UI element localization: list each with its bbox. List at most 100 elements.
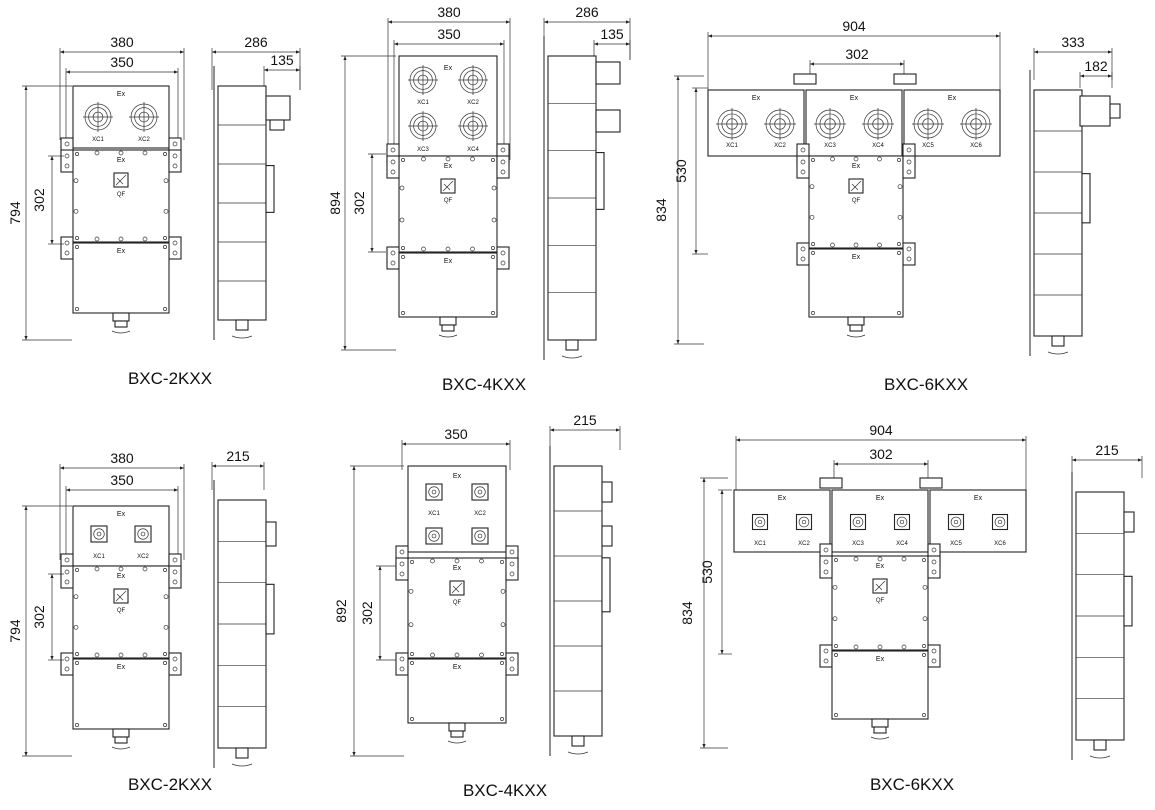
socket-housing <box>425 483 443 501</box>
bolt <box>897 184 903 190</box>
mounting-bracket <box>505 557 519 581</box>
socket-housing <box>947 513 965 531</box>
bolt <box>877 242 882 248</box>
mounting-bracket <box>796 155 810 179</box>
side-handle <box>595 152 605 210</box>
bracket-hole <box>399 571 405 577</box>
bolt <box>94 236 100 242</box>
bolt <box>897 242 901 246</box>
switch-enclosure <box>808 155 904 249</box>
bolt <box>410 661 414 665</box>
ex-mark: Ex <box>117 91 126 98</box>
bolt <box>834 558 838 562</box>
bracket-hole <box>172 163 178 169</box>
socket-panel <box>831 489 929 553</box>
socket-housing <box>134 525 152 543</box>
bolt <box>901 556 907 562</box>
socket-face <box>93 528 105 540</box>
socket-label: XC1 <box>428 511 440 517</box>
bolt <box>75 661 79 665</box>
bracket-hole <box>64 579 70 585</box>
bracket-hole <box>172 141 178 147</box>
cable-gland <box>450 730 464 738</box>
bracket-hole <box>931 559 937 565</box>
ex-mark: Ex <box>876 656 885 663</box>
mounting-bracket <box>395 557 409 581</box>
socket-housing <box>893 513 911 531</box>
bolt <box>163 652 167 656</box>
bracket-hole <box>399 656 405 662</box>
ex-mark: Ex <box>453 473 462 480</box>
ex-mark: Ex <box>948 95 957 102</box>
hanger-lug <box>893 73 917 85</box>
bolt <box>454 652 460 658</box>
bolt <box>809 214 815 220</box>
socket-label: XC1 <box>754 541 766 547</box>
socket-panel <box>407 465 507 553</box>
bolt <box>94 150 100 156</box>
socket-housing <box>795 513 813 531</box>
bracket-hole <box>172 569 178 575</box>
bracket-hole <box>64 557 70 563</box>
socket-pin <box>96 531 102 537</box>
ex-mark: Ex <box>752 95 761 102</box>
dim-mid: 530 <box>673 159 689 183</box>
dim-outer-width: 380 <box>437 4 461 20</box>
dim-outer-width: 904 <box>869 422 893 438</box>
bolt <box>163 236 167 240</box>
bracket-hole <box>172 579 178 585</box>
ex-mark: Ex <box>850 95 859 102</box>
dim-side-depth: 215 <box>1095 442 1119 458</box>
socket-housing <box>471 483 489 501</box>
bolt <box>73 624 79 630</box>
socket-side <box>601 525 613 547</box>
socket-face <box>428 530 440 542</box>
side-gland-nut <box>231 335 253 339</box>
switch-label: QF <box>117 608 126 614</box>
bolt <box>75 152 79 156</box>
bracket-hole <box>906 246 912 252</box>
side-handle <box>265 583 275 635</box>
socket-pin <box>431 489 437 495</box>
dim-head-depth: 135 <box>600 26 624 42</box>
socket-side <box>595 61 621 85</box>
bolt <box>811 311 815 315</box>
bracket-hole <box>906 147 912 153</box>
bracket-hole <box>823 648 829 654</box>
cable-gland <box>114 320 128 328</box>
cable-gland <box>439 316 457 326</box>
terminal-enclosure <box>831 650 929 720</box>
bracket-hole <box>800 246 806 252</box>
cable-gland <box>441 324 455 332</box>
bolt <box>163 568 167 572</box>
socket-pin <box>757 519 763 525</box>
bolt <box>500 622 506 628</box>
mounting-bracket <box>60 565 74 589</box>
socket-face <box>896 516 908 528</box>
socket-side <box>265 521 277 547</box>
socket-side <box>595 109 621 133</box>
socket-label: XC2 <box>137 554 149 560</box>
socket-panel <box>733 489 831 553</box>
dim-mid: 302 <box>31 188 47 212</box>
cable-gland <box>871 718 889 728</box>
gland-nut <box>870 736 890 740</box>
bolt <box>163 624 169 630</box>
bolt <box>401 158 405 162</box>
bracket-hole <box>931 658 937 664</box>
bolt <box>897 158 901 162</box>
bolt <box>94 652 100 658</box>
bracket-hole <box>800 256 806 262</box>
socket-label: XC2 <box>138 137 150 143</box>
socket-side <box>1123 511 1135 533</box>
bolt <box>853 156 859 162</box>
bracket-hole <box>399 666 405 672</box>
bolt <box>853 556 859 562</box>
caption: BXC-2KXX <box>128 775 212 794</box>
bolt <box>877 156 882 162</box>
cable-gland <box>873 726 887 734</box>
side-gland <box>1093 739 1107 751</box>
bolt <box>853 242 859 248</box>
